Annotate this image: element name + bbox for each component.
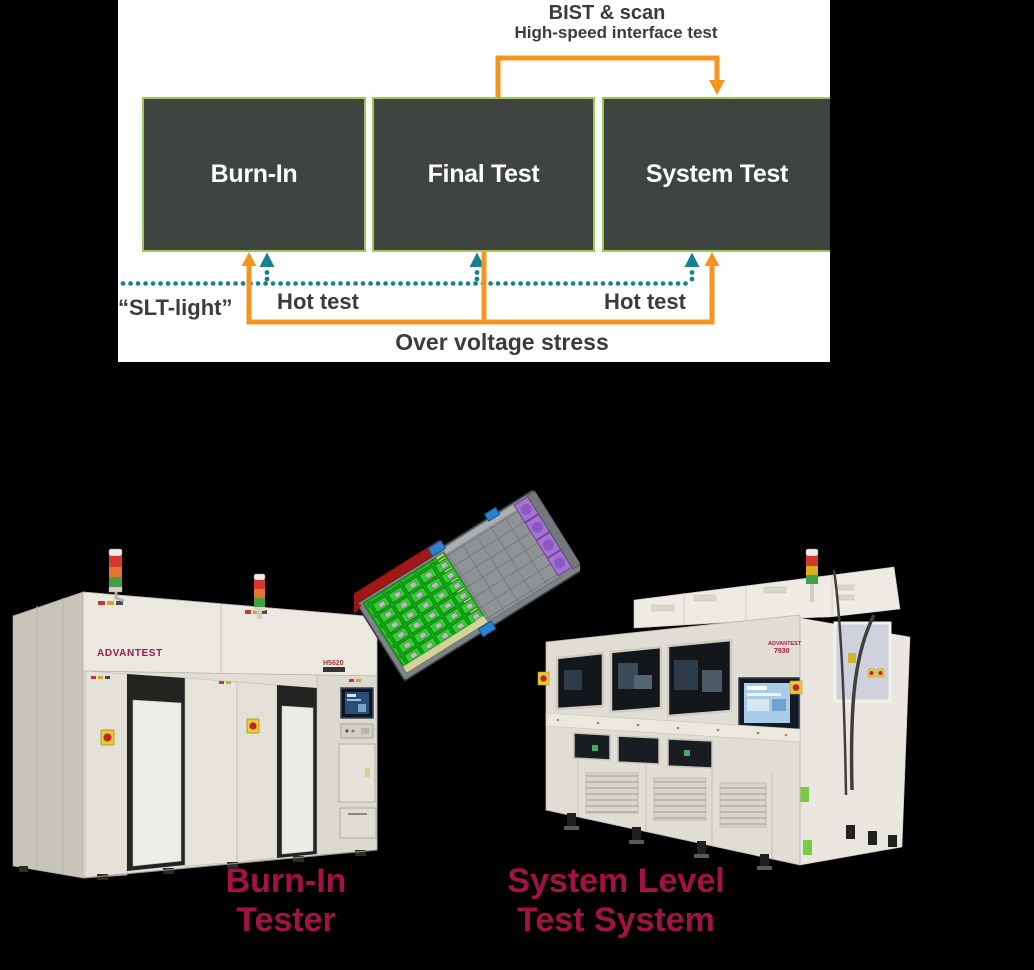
front-emergency-stops	[537, 671, 803, 695]
board-blue-clips	[427, 506, 501, 638]
door-indicator-lights	[91, 676, 361, 684]
signal-tower	[805, 548, 819, 602]
burn-in-tester-caption: Burn-In Tester	[226, 862, 347, 940]
band-indicator-lights	[98, 601, 267, 614]
flow-box-label: System Test	[645, 160, 789, 188]
caption-line: System Level	[507, 862, 725, 900]
flow-arrows-layer	[120, 55, 725, 325]
teal-arrow-system-test	[684, 252, 700, 282]
hot-test-right-label: Hot test	[604, 289, 686, 314]
high-speed-interface-label: High-speed interface test	[514, 23, 718, 42]
system-level-tester-photo: ADVANTEST 7930	[537, 548, 911, 870]
over-voltage-connector	[246, 263, 715, 325]
bist-scan-label: BIST & scan	[548, 2, 666, 24]
board-purple-fans	[513, 496, 573, 577]
over-voltage-label: Over voltage stress	[395, 329, 609, 355]
advantest-logo: ADVANTEST	[97, 648, 163, 659]
burn-in-tester-photo: ADVANTEST H5620	[12, 548, 378, 880]
emergency-stop-pair	[867, 668, 885, 678]
rail-bolts	[556, 718, 788, 737]
board-socket-grid	[365, 555, 483, 665]
cable-hose	[849, 614, 876, 791]
caption-line: Test System	[517, 901, 715, 939]
advantest-logo: ADVANTEST	[768, 641, 802, 647]
model-label: H5620	[323, 660, 344, 667]
board-handle-arrow	[354, 597, 362, 622]
bist-scan-connector	[495, 55, 720, 97]
window-machinery-hints	[564, 660, 722, 692]
green-tape-marks	[800, 787, 812, 855]
teal-arrow-final-test	[469, 252, 485, 282]
mid-window-2	[617, 735, 660, 765]
teal-arrow-burn-in	[259, 252, 275, 282]
rear-vents	[651, 584, 855, 612]
rear-feet	[846, 825, 897, 847]
system-level-tester-caption: System Level Test System	[507, 862, 724, 940]
model-label: 7930	[774, 648, 790, 655]
flow-box-final-test: Final Test	[372, 97, 595, 252]
flow-box-label: Final Test	[427, 160, 540, 188]
signal-tower-right	[253, 573, 266, 619]
bist-scan-arrowhead	[709, 80, 725, 95]
upper-window-3	[666, 638, 733, 718]
hot-test-right-arrowhead	[704, 252, 720, 266]
flow-box-burn-in: Burn-In	[142, 97, 366, 252]
front-feet	[564, 813, 772, 870]
hot-test-left-arrowhead	[241, 252, 257, 266]
flow-diagram-panel: BIST & scan High-speed interface test Bu…	[118, 0, 830, 362]
slt-light-label: “SLT-light”	[118, 295, 233, 320]
flow-box-label: Burn-In	[210, 160, 298, 188]
hot-test-left-label: Hot test	[277, 289, 359, 314]
vent-panels	[585, 772, 767, 828]
caption-line: Burn-In	[225, 862, 347, 900]
burn-in-board-render	[354, 489, 580, 681]
caption-line: Tester	[236, 901, 336, 939]
machine-feet	[19, 850, 366, 880]
cable-hose	[832, 569, 848, 796]
flow-box-system-test: System Test	[602, 97, 830, 252]
signal-tower-left	[108, 548, 125, 603]
